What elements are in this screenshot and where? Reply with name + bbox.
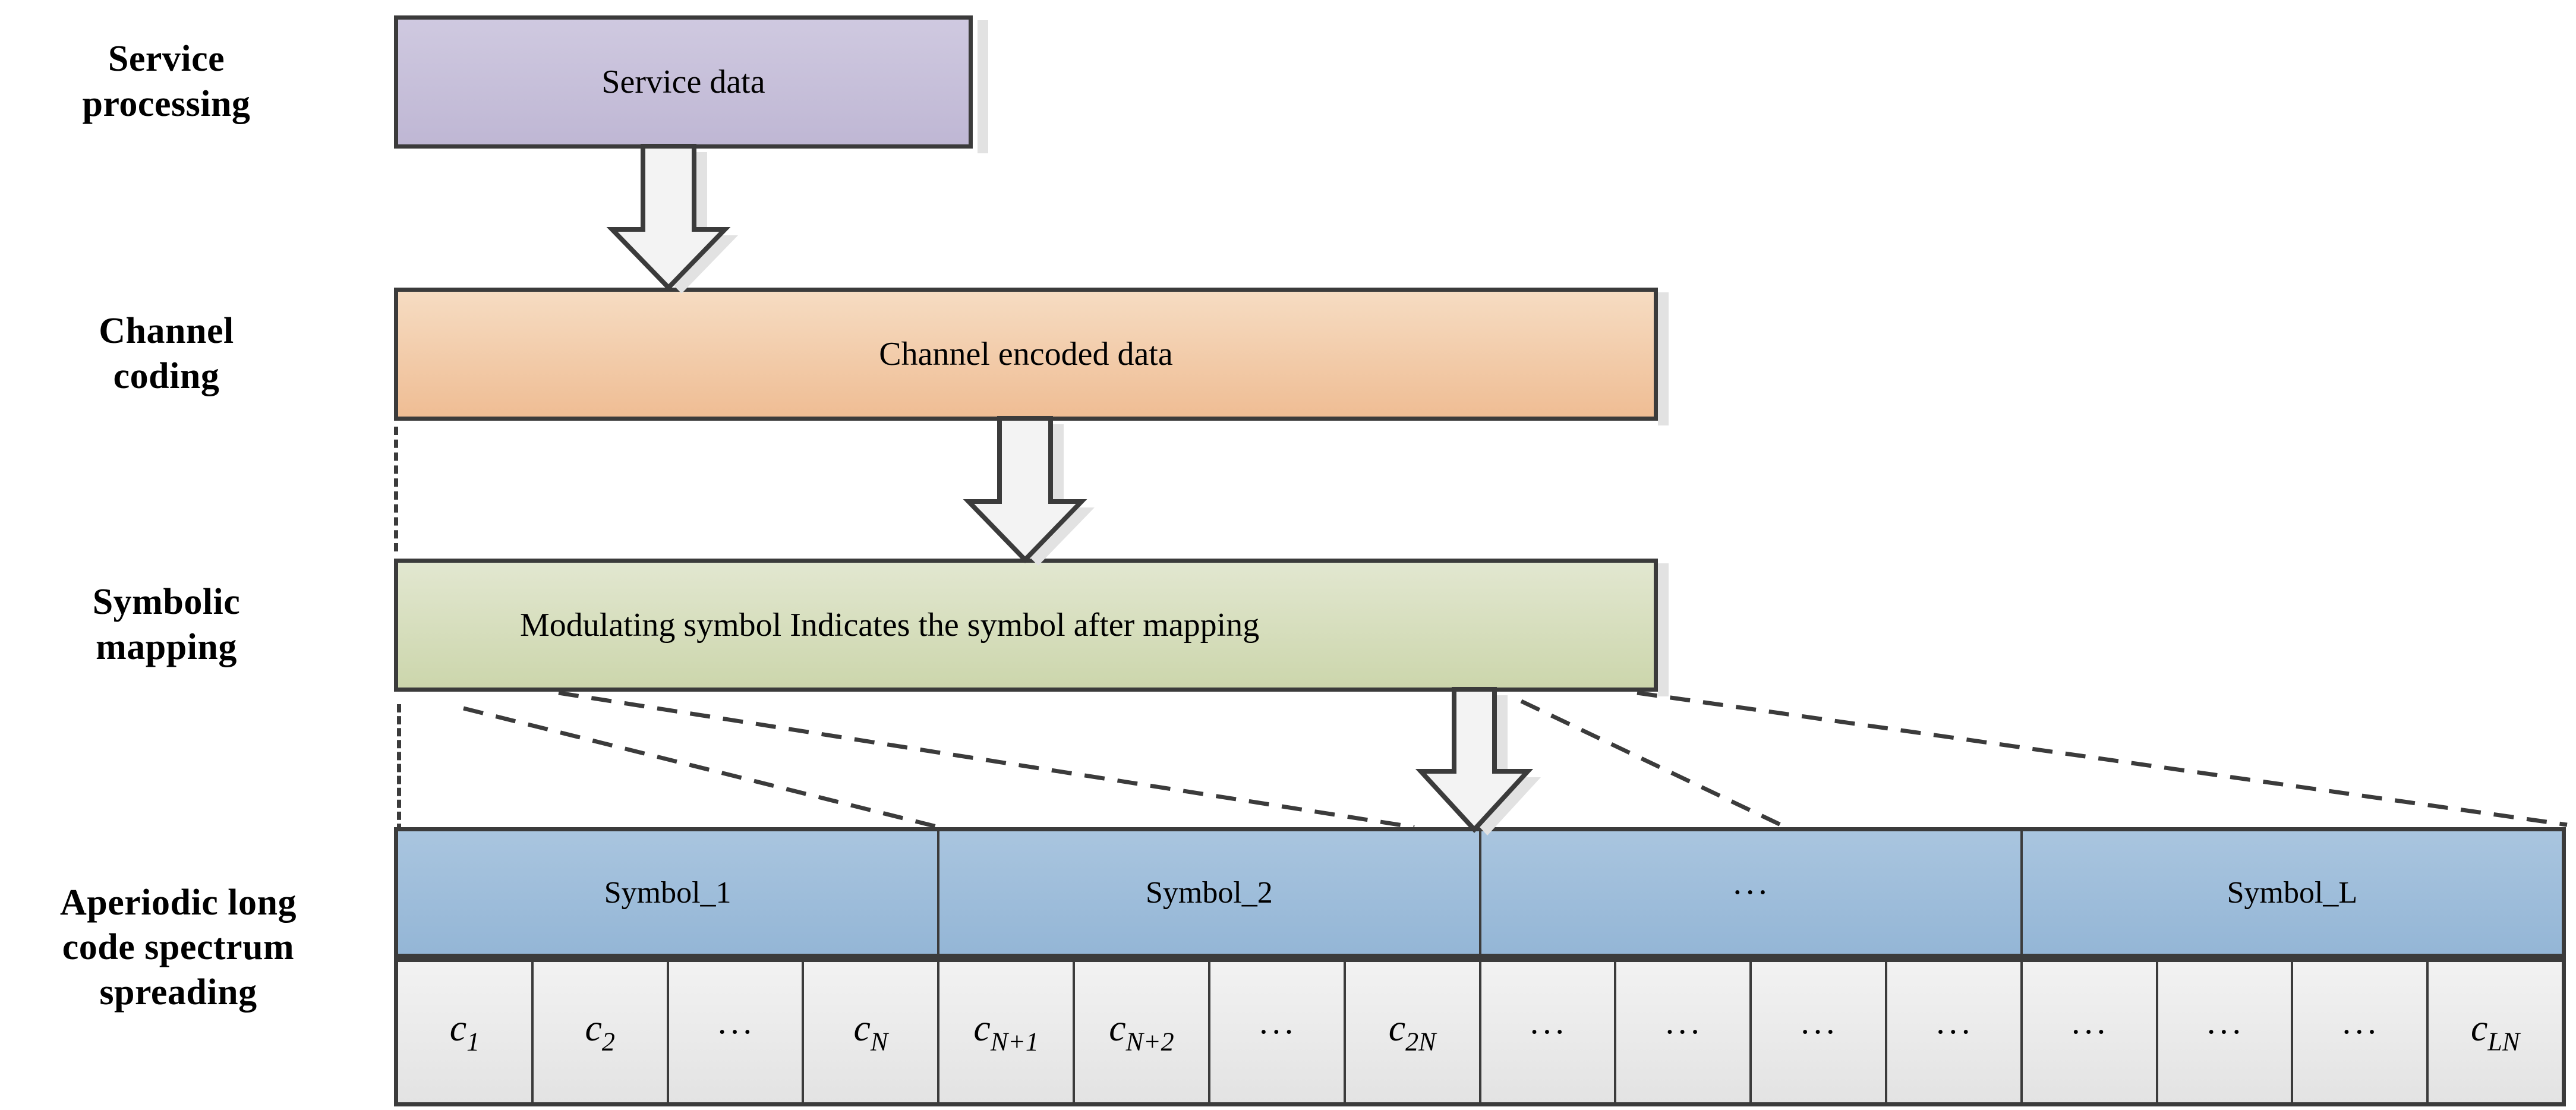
- chip-cell-c-N[interactable]: cN: [804, 962, 940, 1102]
- chip-cell-label: ···: [2341, 1013, 2379, 1051]
- channel-encoded-box-shadow: [1658, 292, 1669, 425]
- chip-base-symbol: c: [449, 1007, 467, 1049]
- chip-cell-label: ···: [1257, 1013, 1296, 1051]
- service-data-box-shadow: [978, 20, 988, 153]
- chip-cell-label: ···: [1799, 1013, 1837, 1051]
- chip-cell-label: ···: [1664, 1013, 1702, 1051]
- chip-subscript: 1: [466, 1027, 480, 1057]
- chip-cell-label: c1: [450, 1009, 480, 1055]
- row-label-line: processing: [82, 84, 251, 124]
- chip-cell-ellipsis[interactable]: ···: [1210, 962, 1346, 1102]
- chip-cell-label: ···: [1528, 1013, 1567, 1051]
- chip-subscript: LN: [2487, 1027, 2520, 1057]
- chip-cell-ellipsis[interactable]: ···: [2293, 962, 2429, 1102]
- symbol-segment-L[interactable]: Symbol_L: [2023, 831, 2562, 954]
- symbol-segment-label: Symbol_1: [604, 875, 732, 910]
- chip-cell-ellipsis[interactable]: ···: [1752, 962, 1887, 1102]
- chip-cell-c-2N[interactable]: c2N: [1346, 962, 1481, 1102]
- row-label-line: mapping: [96, 627, 237, 667]
- chip-base-symbol: c: [853, 1007, 871, 1049]
- chip-cell-label: ···: [2070, 1013, 2108, 1051]
- symbol-segment-label: ···: [1732, 873, 1770, 912]
- chip-cell-ellipsis[interactable]: ···: [669, 962, 805, 1102]
- chip-subscript: 2N: [1405, 1027, 1436, 1057]
- chip-cell-ellipsis[interactable]: ···: [2023, 962, 2158, 1102]
- chip-cell-c-Nplus1[interactable]: cN+1: [939, 962, 1076, 1102]
- row-label-channel-coding: Channel coding: [0, 288, 333, 421]
- chip-cell-label: cN+1: [973, 1009, 1038, 1055]
- row-label-line: code spectrum: [62, 927, 295, 968]
- chip-cell-label: c2: [585, 1009, 615, 1055]
- chip-base-symbol: c: [1109, 1007, 1126, 1049]
- symbol-segment-2[interactable]: Symbol_2: [939, 831, 1481, 954]
- row-label-line: Service: [108, 39, 225, 80]
- symbol-bar: Symbol_1 Symbol_2 ··· Symbol_L: [394, 827, 2566, 958]
- chip-cell-label: ···: [1934, 1013, 1973, 1051]
- chip-cell-c-2[interactable]: c2: [534, 962, 669, 1102]
- alignment-dashed-line-upper: [394, 427, 398, 551]
- chip-cell-label: cN+2: [1109, 1009, 1174, 1055]
- modulating-symbol-box[interactable]: Modulating symbol Indicates the symbol a…: [394, 559, 1658, 692]
- chip-cell-label: c2N: [1389, 1009, 1436, 1055]
- chip-base-symbol: c: [585, 1007, 602, 1049]
- row-label-line: coding: [113, 356, 220, 396]
- arrow-symbol-to-spreading: [1415, 687, 1554, 835]
- chip-base-symbol: c: [1388, 1007, 1406, 1049]
- symbol-segment-label: Symbol_2: [1145, 875, 1273, 910]
- service-data-label: Service data: [601, 64, 765, 100]
- row-label-line: Aperiodic long: [60, 882, 297, 923]
- symbol-segment-ellipsis[interactable]: ···: [1481, 831, 2023, 954]
- chip-base-symbol: c: [2470, 1007, 2488, 1049]
- chip-cell-ellipsis[interactable]: ···: [1887, 962, 2023, 1102]
- chip-cell-ellipsis[interactable]: ···: [1481, 962, 1617, 1102]
- row-label-service-processing: Service processing: [0, 15, 333, 149]
- alignment-dashed-line-lower: [397, 704, 401, 832]
- arrow-channel-to-symbol: [957, 416, 1105, 566]
- service-data-box[interactable]: Service data: [394, 15, 973, 149]
- chip-cell-c-Nplus2[interactable]: cN+2: [1075, 962, 1210, 1102]
- chip-base-symbol: c: [973, 1007, 991, 1049]
- row-label-line: spreading: [99, 972, 257, 1013]
- row-label-line: Symbolic: [92, 582, 241, 623]
- chip-subscript: N+1: [990, 1027, 1039, 1057]
- chip-cell-label: ···: [716, 1013, 755, 1051]
- chip-subscript: 2: [601, 1027, 615, 1057]
- row-label-symbolic-mapping: Symbolic mapping: [0, 559, 333, 692]
- chip-cell-ellipsis[interactable]: ···: [2158, 962, 2294, 1102]
- symbol-segment-1[interactable]: Symbol_1: [398, 831, 940, 954]
- chip-cell-label: cLN: [2471, 1009, 2520, 1055]
- chip-cell-label: cN: [853, 1009, 888, 1055]
- row-label-aperiodic-long-code-spectrum-spreading: Aperiodic long code spectrum spreading: [0, 847, 357, 1049]
- chip-subscript: N: [870, 1027, 888, 1057]
- channel-encoded-data-label: Channel encoded data: [879, 336, 1173, 373]
- chip-subscript: N+2: [1125, 1027, 1174, 1057]
- chip-cell-c-LN[interactable]: cLN: [2429, 962, 2562, 1102]
- modulating-symbol-label: Modulating symbol Indicates the symbol a…: [520, 607, 1260, 644]
- row-label-line: Channel: [99, 311, 234, 352]
- chip-cell-ellipsis[interactable]: ···: [1616, 962, 1752, 1102]
- channel-encoded-data-box[interactable]: Channel encoded data: [394, 288, 1658, 421]
- chip-cell-label: ···: [2205, 1013, 2244, 1051]
- modulating-symbol-box-shadow: [1658, 563, 1669, 696]
- arrow-service-to-channel: [600, 144, 749, 294]
- chip-cell-c-1[interactable]: c1: [398, 962, 534, 1102]
- symbol-segment-label: Symbol_L: [2227, 875, 2358, 910]
